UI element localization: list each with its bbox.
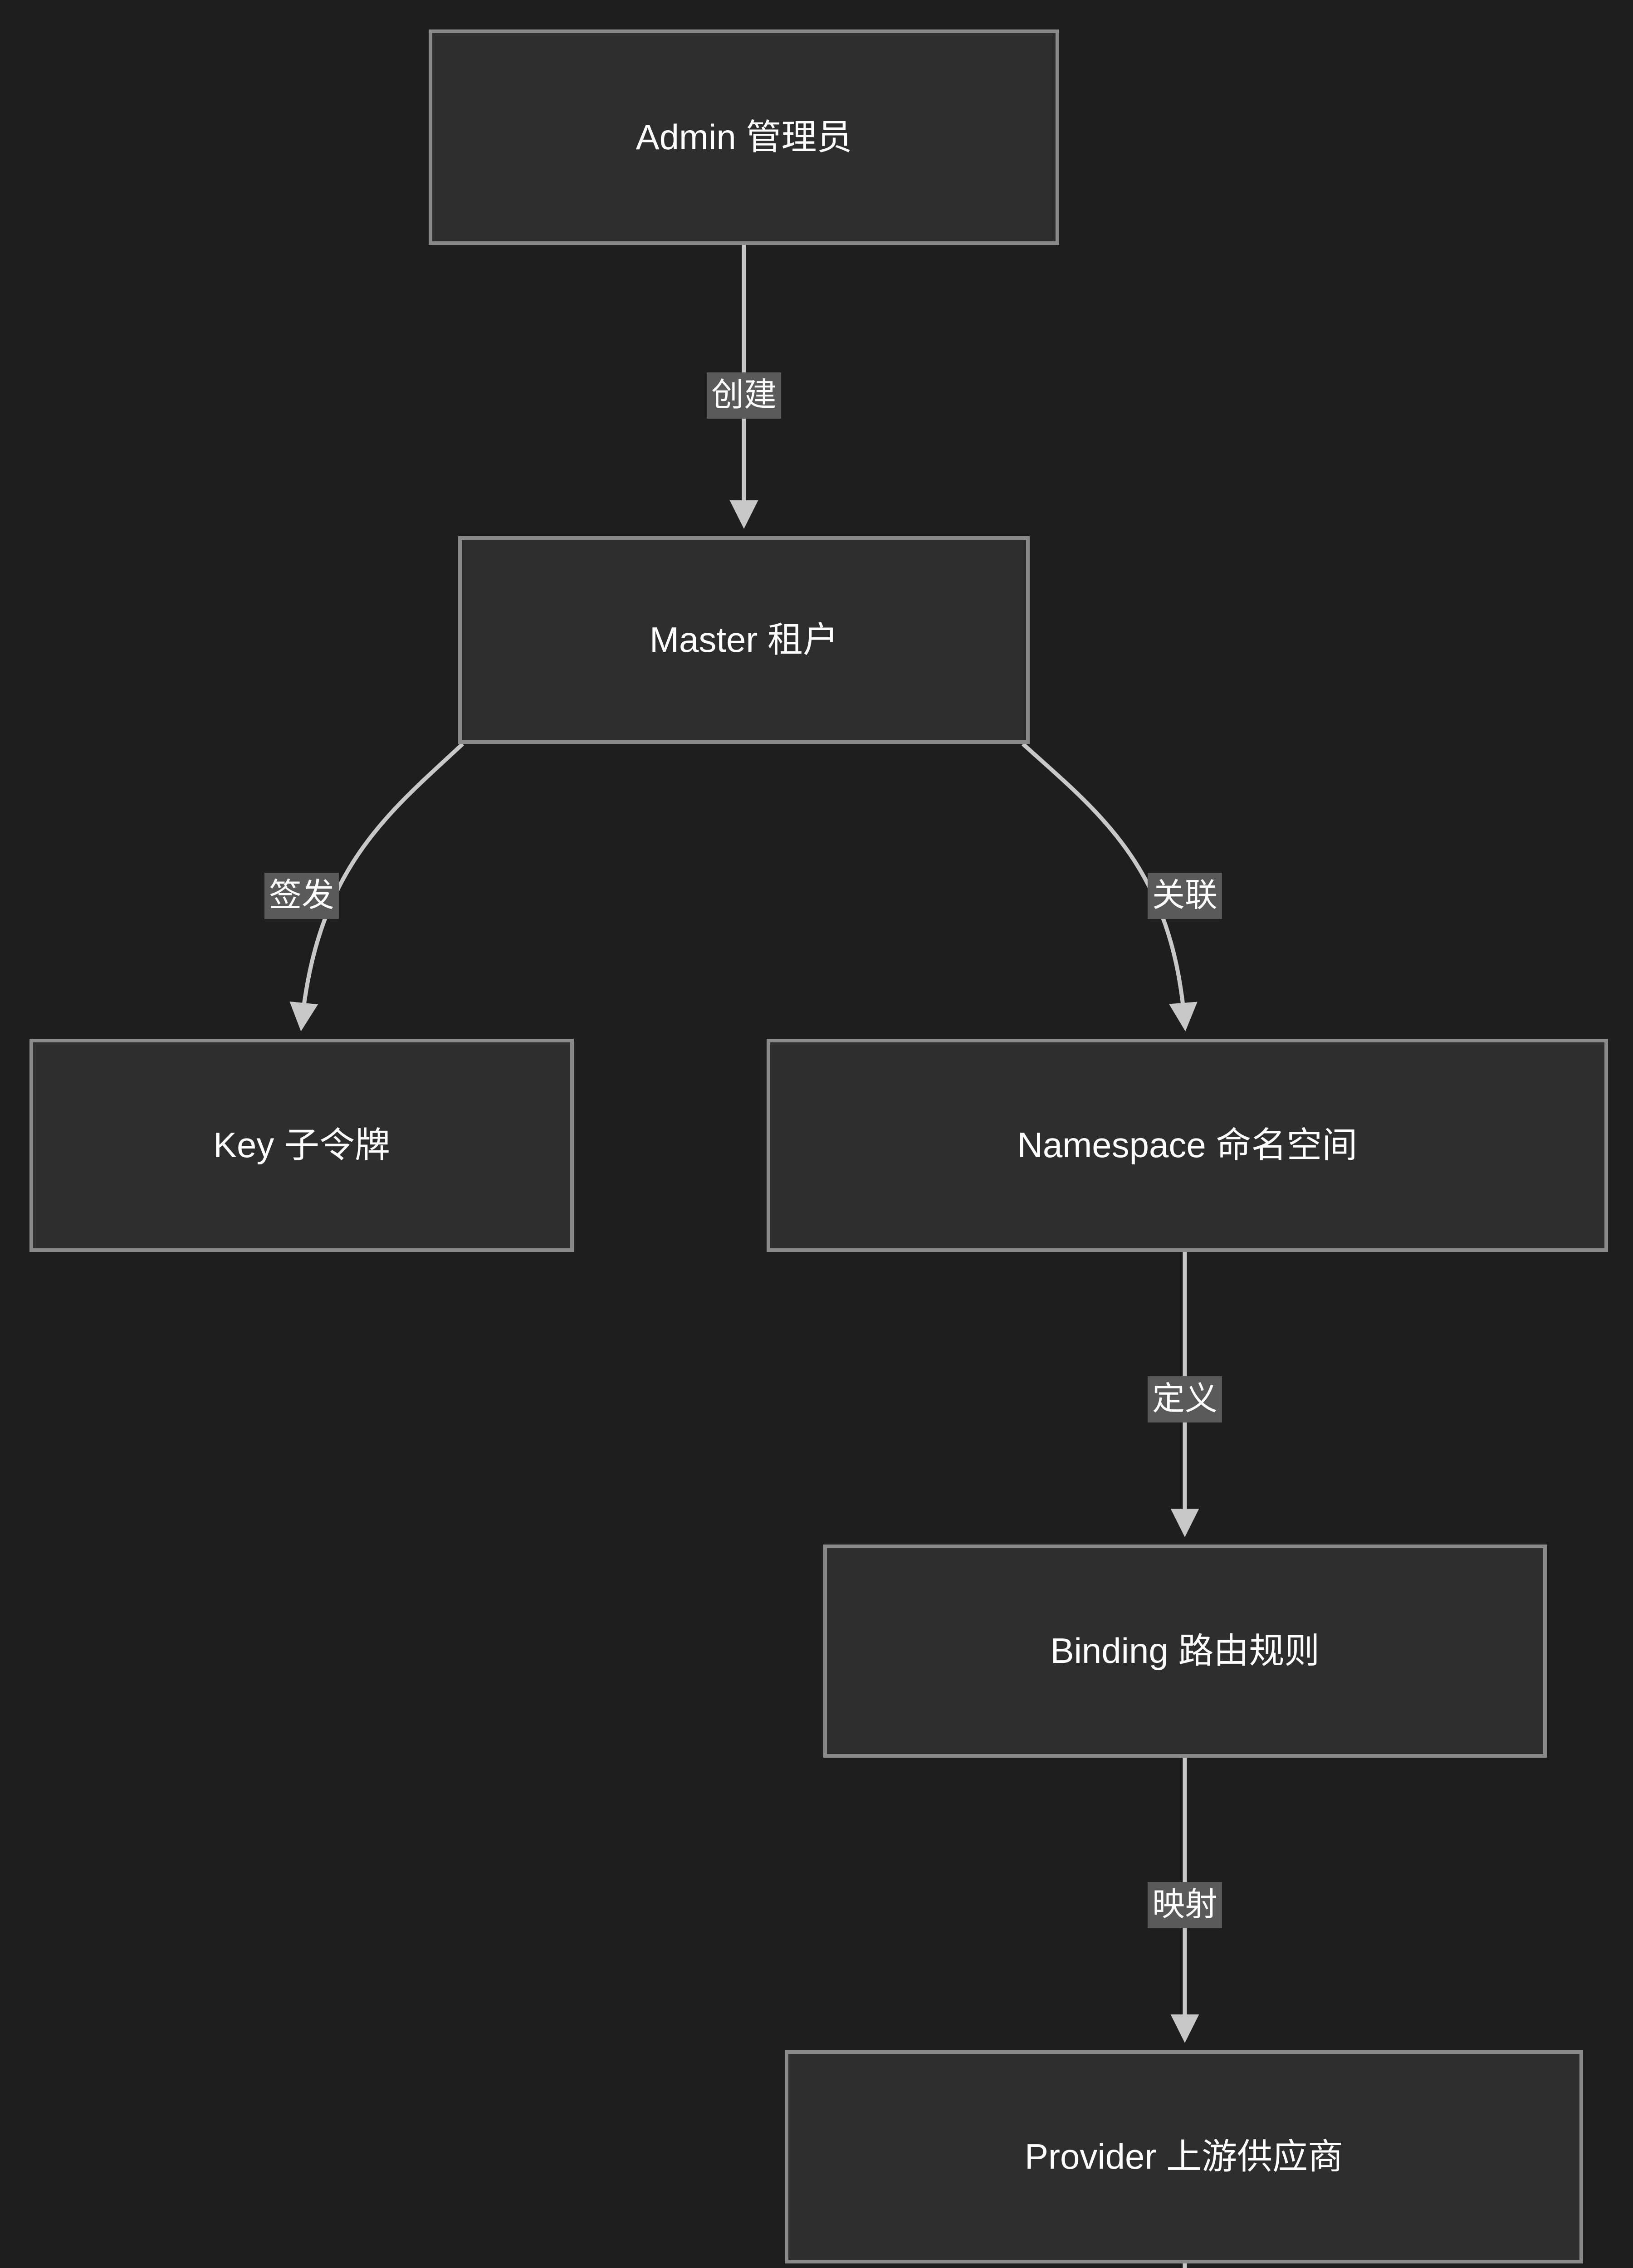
node-key-label: Key 子令牌 (213, 1125, 391, 1165)
edge-label-issue: 签发 (264, 873, 339, 919)
edge-label-associate: 关联 (1147, 873, 1222, 919)
node-namespace[interactable]: Namespace 命名空间 (767, 1039, 1608, 1252)
node-provider[interactable]: Provider 上游供应商 (785, 2050, 1583, 2263)
node-namespace-label: Namespace 命名空间 (1017, 1125, 1358, 1165)
node-admin-label: Admin 管理员 (636, 117, 852, 157)
node-master-label: Master 租户 (649, 620, 839, 660)
node-master[interactable]: Master 租户 (458, 536, 1030, 744)
edge-label-define: 定义 (1147, 1376, 1222, 1422)
node-binding-label: Binding 路由规则 (1050, 1631, 1320, 1671)
node-key[interactable]: Key 子令牌 (29, 1039, 574, 1252)
node-provider-label: Provider 上游供应商 (1024, 2136, 1344, 2177)
edge-label-map: 映射 (1147, 1882, 1222, 1928)
node-admin[interactable]: Admin 管理员 (429, 29, 1059, 245)
node-binding[interactable]: Binding 路由规则 (823, 1545, 1547, 1758)
edge-label-create: 创建 (706, 372, 782, 419)
